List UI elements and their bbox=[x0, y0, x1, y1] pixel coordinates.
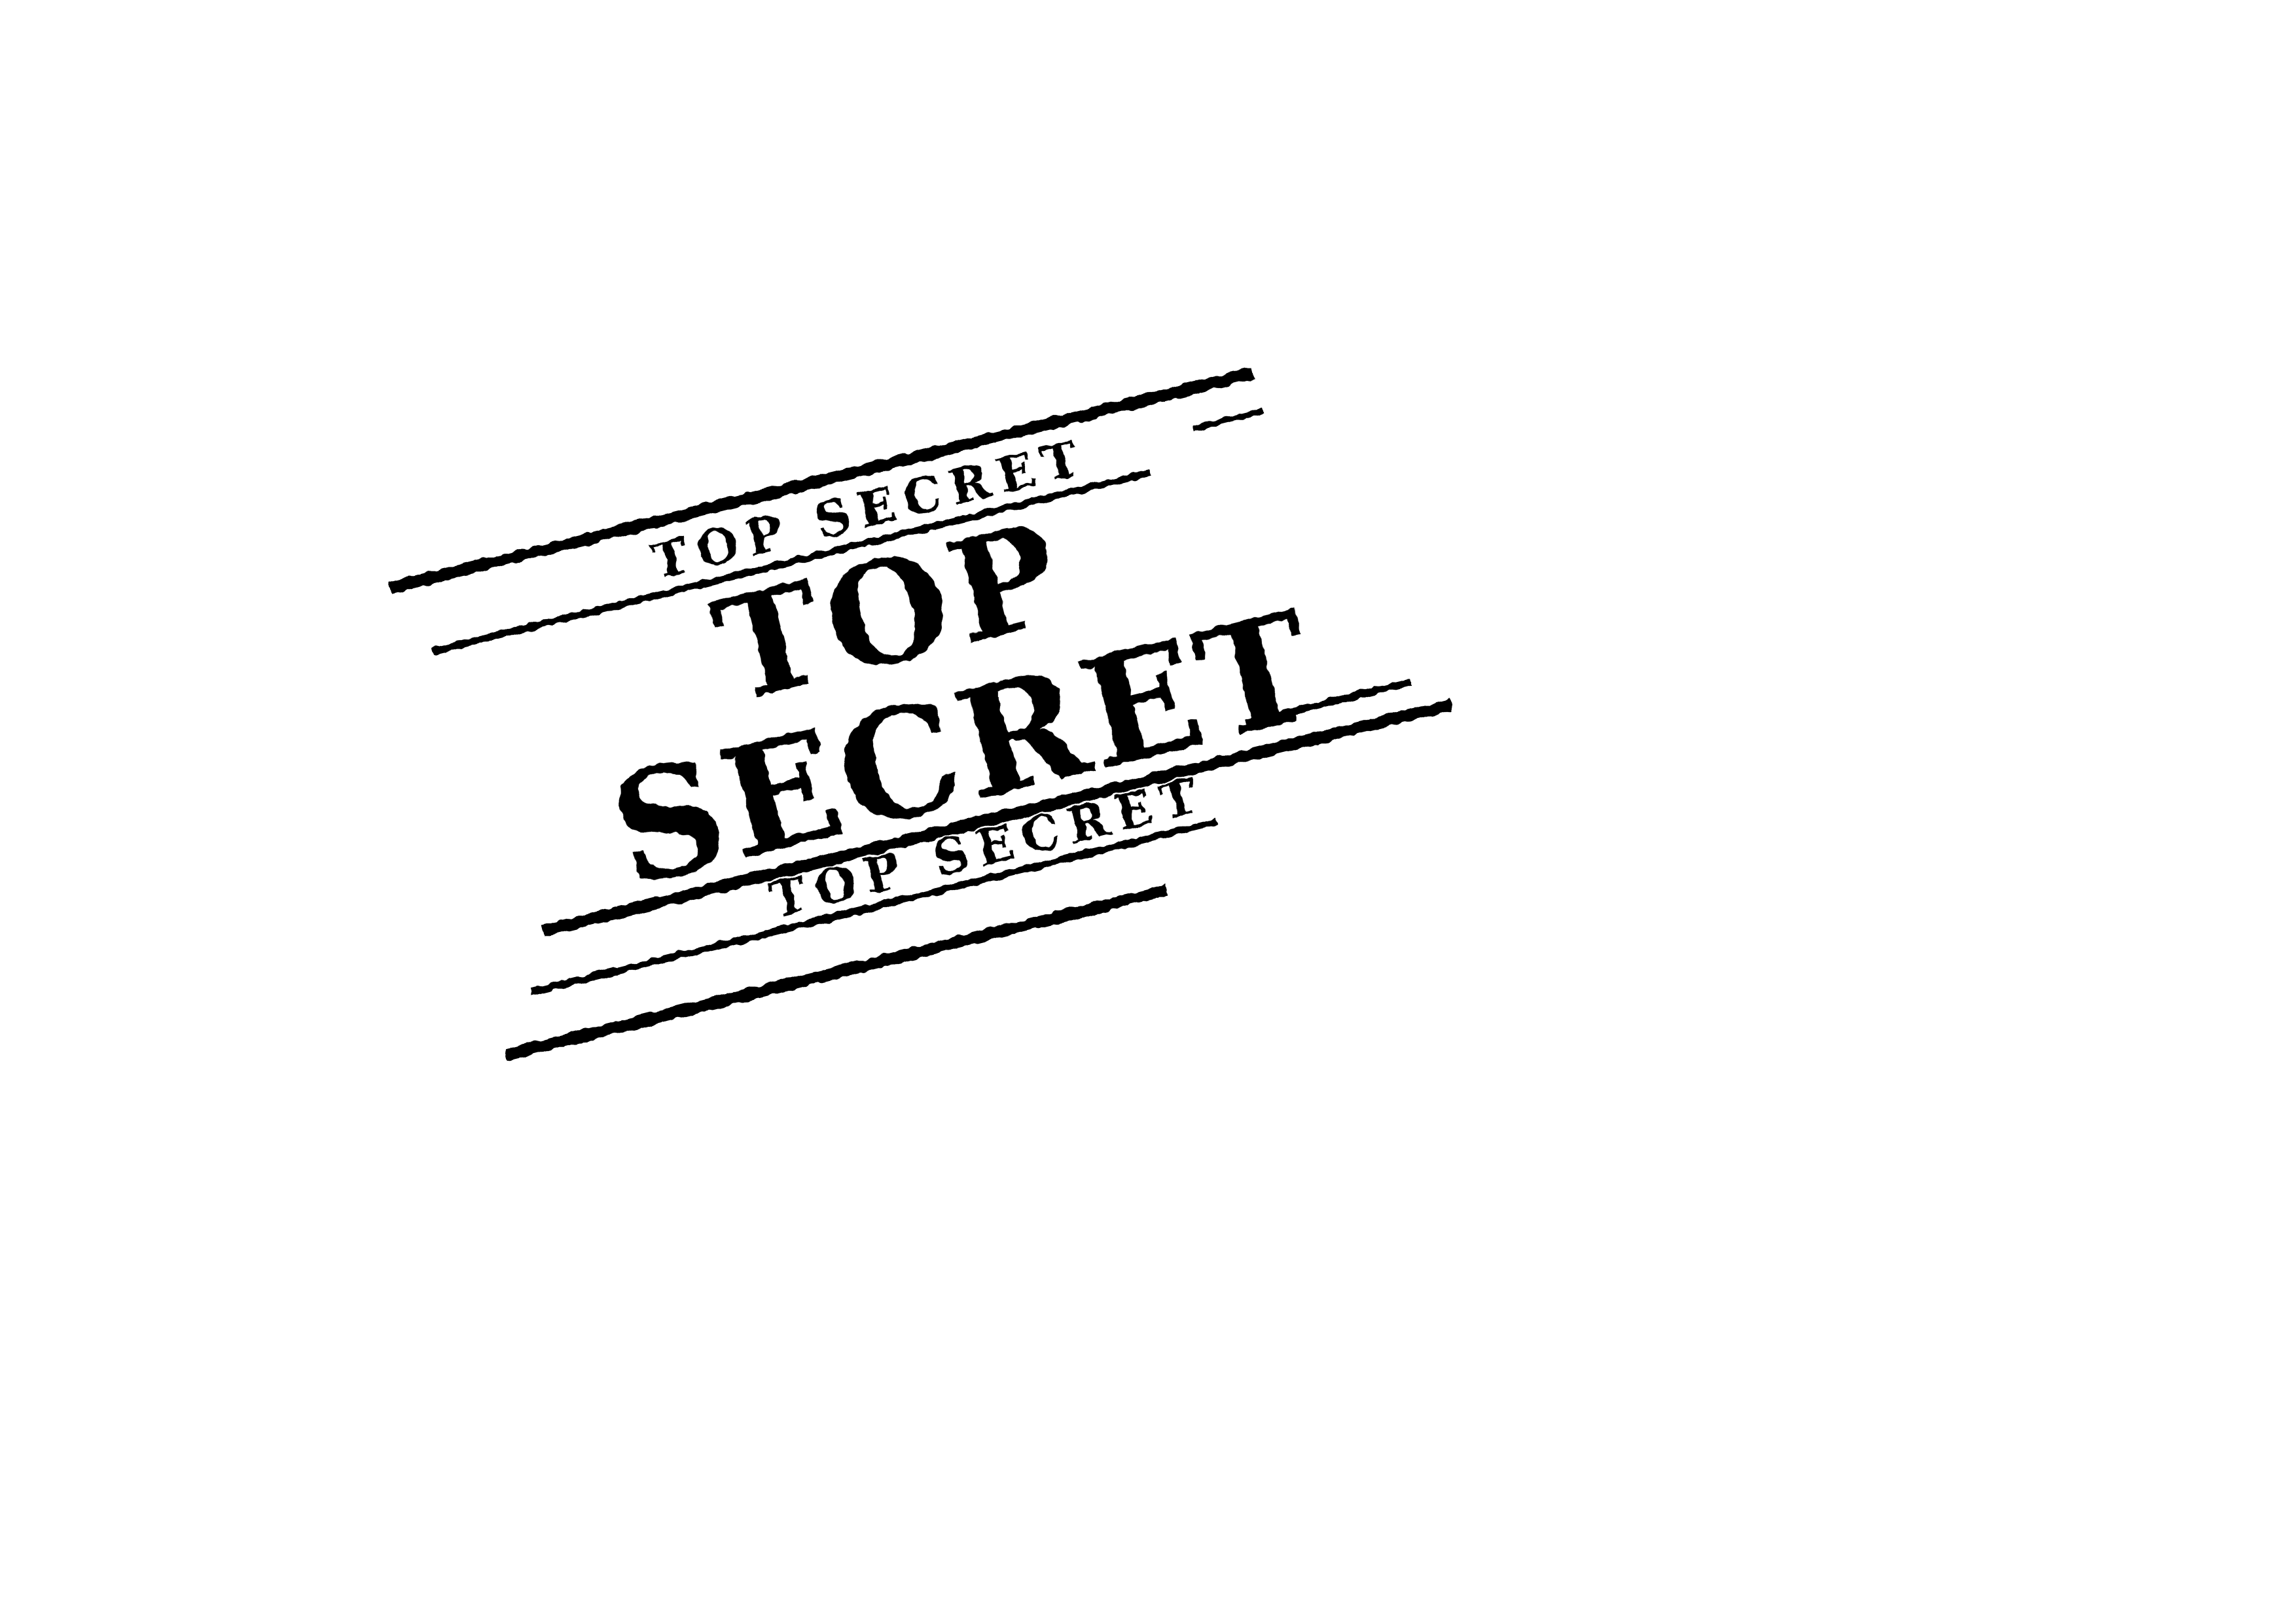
stamp-rule-top-short bbox=[1192, 408, 1264, 432]
stamp-rule-top-inner bbox=[431, 469, 1151, 655]
stamp-rule-bottom-mid bbox=[529, 817, 1218, 996]
stamp-rule-bottom-inner bbox=[541, 699, 1452, 937]
stamp-rule-bottom-outer bbox=[504, 884, 1168, 1061]
stamp-rule-top-outer bbox=[388, 367, 1255, 594]
stamp-rule-bottom-short bbox=[1245, 678, 1412, 727]
